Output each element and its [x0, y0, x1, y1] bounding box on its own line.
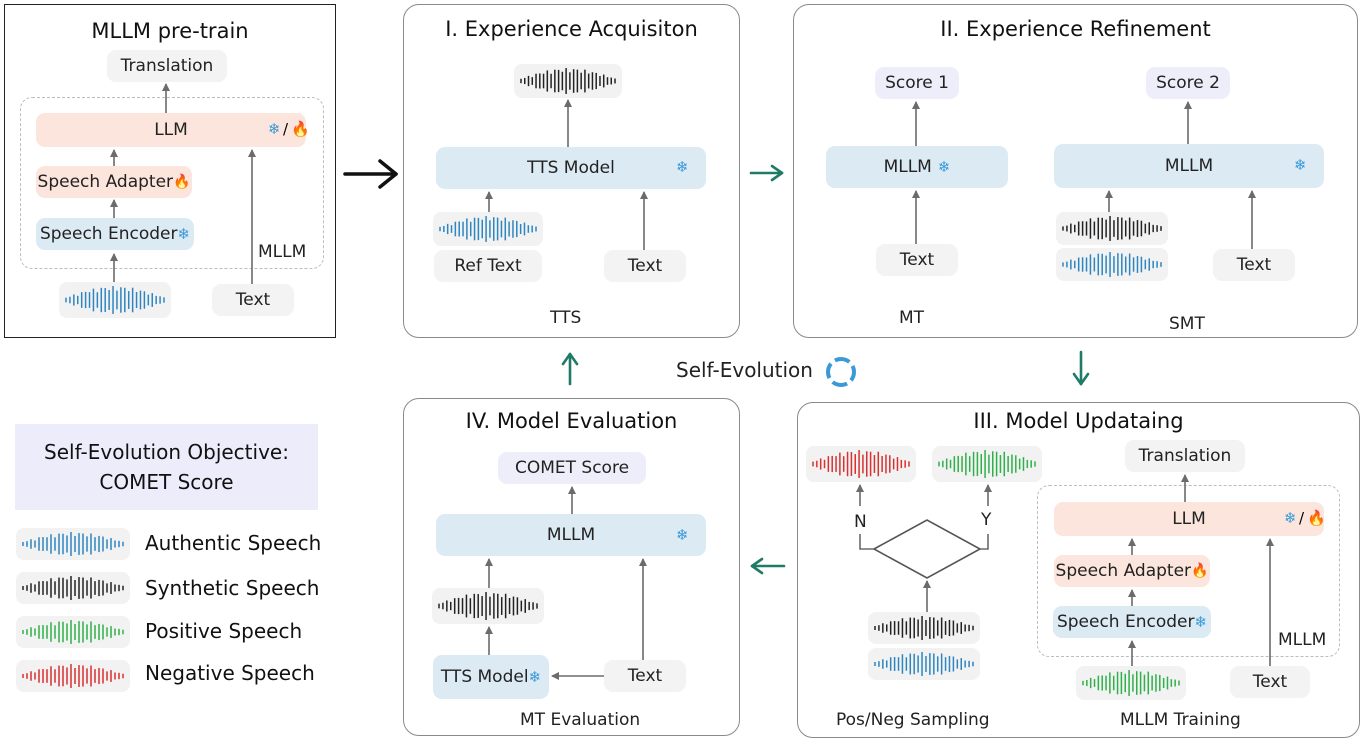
- negative-speech-wave: [806, 446, 916, 482]
- translation-box: Translation: [1125, 440, 1245, 472]
- no-label: N: [854, 512, 867, 532]
- mllm-label: MLLM: [258, 242, 307, 262]
- legend-synthetic-label: Synthetic Speech: [145, 576, 320, 600]
- text-box-mt: Text: [876, 244, 958, 276]
- snowflake-icon: ❄: [676, 158, 689, 176]
- objective-line-2: COMET Score: [99, 470, 234, 494]
- mllm-dashed-group: [20, 97, 324, 269]
- mllm-box-smt: MLLM: [1054, 144, 1324, 188]
- snowflake-icon: ❄: [676, 526, 689, 544]
- positive-speech-wave: [932, 446, 1042, 482]
- authentic-speech-wave: [59, 282, 171, 318]
- mllm-box: MLLM: [436, 514, 706, 556]
- text-box-smt: Text: [1213, 249, 1295, 281]
- text-box: Text: [604, 250, 686, 282]
- speech-adapter-label: Speech Adapter: [1055, 561, 1192, 581]
- authentic-speech-wave: [433, 212, 543, 246]
- synthetic-speech-wave: [514, 64, 622, 98]
- snowflake-icon: ❄: [1194, 613, 1208, 631]
- authentic-speech-wave: [1056, 248, 1168, 281]
- snowflake-icon: ❄: [937, 158, 951, 176]
- speech-encoder-box: Speech Encoder❄: [1053, 606, 1211, 638]
- yes-label: Y: [981, 510, 992, 530]
- caption-smt: SMT: [1169, 314, 1205, 334]
- score-1-box: Score 1: [875, 67, 959, 99]
- mllm-label: MLLM: [1278, 630, 1327, 650]
- panel-title: IV. Model Evaluation: [465, 409, 678, 433]
- synthetic-speech-wave: [868, 612, 980, 644]
- llm-box: LLM: [1054, 502, 1324, 536]
- mllm-label: MLLM: [1164, 156, 1214, 176]
- self-evolution-text: Self-Evolution: [676, 358, 813, 382]
- panel-title: MLLM pre-train: [91, 19, 249, 43]
- synthetic-speech-wave: [432, 588, 544, 624]
- slash-separator: /: [1299, 509, 1305, 527]
- ref-text-box: Ref Text: [434, 250, 542, 282]
- mllm-box-mt: MLLM ❄: [826, 146, 1008, 188]
- panel-caption: TTS: [550, 308, 582, 328]
- fire-icon: 🔥: [1191, 563, 1209, 579]
- caption-sampling: Pos/Neg Sampling: [836, 710, 990, 730]
- fire-icon: 🔥: [1307, 509, 1326, 527]
- caption-training: MLLM Training: [1120, 710, 1241, 730]
- self-evolution-label: Self-Evolution: [676, 358, 813, 382]
- cycle-icon: [826, 357, 856, 387]
- speech-encoder-label: Speech Encoder: [1056, 612, 1195, 632]
- fire-icon: 🔥: [173, 174, 191, 190]
- snowflake-icon: ❄: [528, 668, 542, 686]
- objective-line-1: Self-Evolution Objective:: [44, 440, 289, 464]
- text-box: Text: [1230, 666, 1310, 698]
- llm-label: LLM: [1172, 509, 1206, 529]
- objective-legend: Self-Evolution Objective: COMET Score: [15, 424, 318, 510]
- snowflake-icon: ❄: [1284, 509, 1297, 527]
- legend-authentic-wave: [16, 528, 130, 560]
- panel-title: I. Experience Acquisiton: [445, 17, 698, 41]
- mllm-label: MLLM: [883, 157, 932, 177]
- snowflake-icon: ❄: [177, 225, 191, 243]
- legend-authentic-label: Authentic Speech: [145, 531, 322, 555]
- legend-negative-wave: [16, 660, 130, 692]
- text-box: Text: [212, 284, 294, 316]
- legend-positive-wave: [16, 616, 130, 648]
- snowflake-icon: ❄: [1294, 156, 1307, 174]
- tts-model-label: TTS Model: [527, 158, 615, 178]
- panel-title: II. Experience Refinement: [940, 17, 1211, 41]
- synthetic-speech-wave: [1056, 212, 1168, 245]
- llm-label: LLM: [154, 120, 188, 140]
- positive-speech-wave: [1076, 666, 1186, 700]
- compare-label: S1 < S2: [898, 541, 967, 561]
- text-box: Text: [604, 660, 686, 692]
- legend-synthetic-wave: [16, 572, 130, 604]
- tts-model-box: TTS Model: [436, 147, 706, 189]
- comet-score-box: COMET Score: [498, 452, 646, 484]
- caption-mt: MT: [899, 308, 925, 328]
- speech-encoder-box: Speech Encoder❄: [36, 218, 194, 250]
- mllm-dashed-group: [1037, 485, 1340, 657]
- tts-model-label: TTS Model: [440, 667, 529, 687]
- llm-box: LLM: [36, 113, 306, 147]
- authentic-speech-wave: [868, 648, 980, 680]
- panel-caption: MT Evaluation: [520, 710, 641, 730]
- speech-adapter-box: Speech Adapter🔥: [1054, 555, 1210, 587]
- translation-box: Translation: [107, 50, 227, 82]
- legend-positive-label: Positive Speech: [145, 619, 303, 643]
- slash-separator: /: [283, 120, 289, 138]
- panel-title: III. Model Updataing: [973, 409, 1184, 433]
- tts-model-box: TTS Model❄: [433, 655, 549, 699]
- speech-adapter-box: Speech Adapter🔥: [36, 166, 192, 198]
- speech-encoder-label: Speech Encoder: [39, 224, 178, 244]
- snowflake-icon: ❄: [268, 120, 281, 138]
- flow-arrow-main: [343, 159, 398, 189]
- mllm-label: MLLM: [546, 525, 596, 545]
- speech-adapter-label: Speech Adapter: [37, 172, 174, 192]
- score-2-box: Score 2: [1146, 67, 1230, 99]
- legend-negative-label: Negative Speech: [145, 661, 315, 685]
- fire-icon: 🔥: [291, 120, 310, 138]
